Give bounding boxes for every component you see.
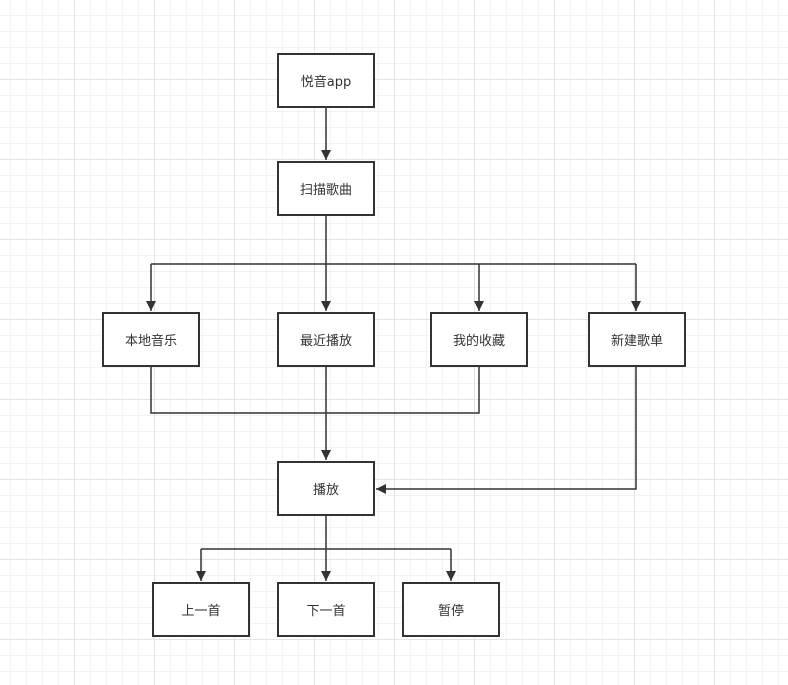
node-play[interactable]: 播放 xyxy=(277,461,375,516)
node-new-playlist[interactable]: 新建歌单 xyxy=(588,312,686,367)
node-play-label: 播放 xyxy=(312,483,339,498)
node-app[interactable]: 悦音app xyxy=(277,53,375,108)
node-my-favorites[interactable]: 我的收藏 xyxy=(430,312,528,367)
node-local-music[interactable]: 本地音乐 xyxy=(102,312,200,367)
node-recent-played-label: 最近播放 xyxy=(299,334,352,349)
node-app-label: 悦音app xyxy=(300,75,352,90)
node-new-playlist-label: 新建歌单 xyxy=(610,334,663,349)
node-next-track[interactable]: 下一首 xyxy=(277,582,375,637)
node-previous-track[interactable]: 上一首 xyxy=(152,582,250,637)
edge-new-playlist-to-play xyxy=(376,366,637,494)
node-local-music-label: 本地音乐 xyxy=(124,334,177,349)
edge-local-to-play xyxy=(150,366,326,414)
node-scan-songs[interactable]: 扫描歌曲 xyxy=(277,161,375,216)
node-recent-played[interactable]: 最近播放 xyxy=(277,312,375,367)
node-previous-track-label: 上一首 xyxy=(181,604,221,619)
node-pause-label: 暂停 xyxy=(437,604,464,619)
node-pause[interactable]: 暂停 xyxy=(402,582,500,637)
node-next-track-label: 下一首 xyxy=(306,604,346,619)
node-scan-songs-label: 扫描歌曲 xyxy=(299,183,352,198)
edge-favorites-to-play xyxy=(326,366,480,414)
node-my-favorites-label: 我的收藏 xyxy=(452,334,505,349)
